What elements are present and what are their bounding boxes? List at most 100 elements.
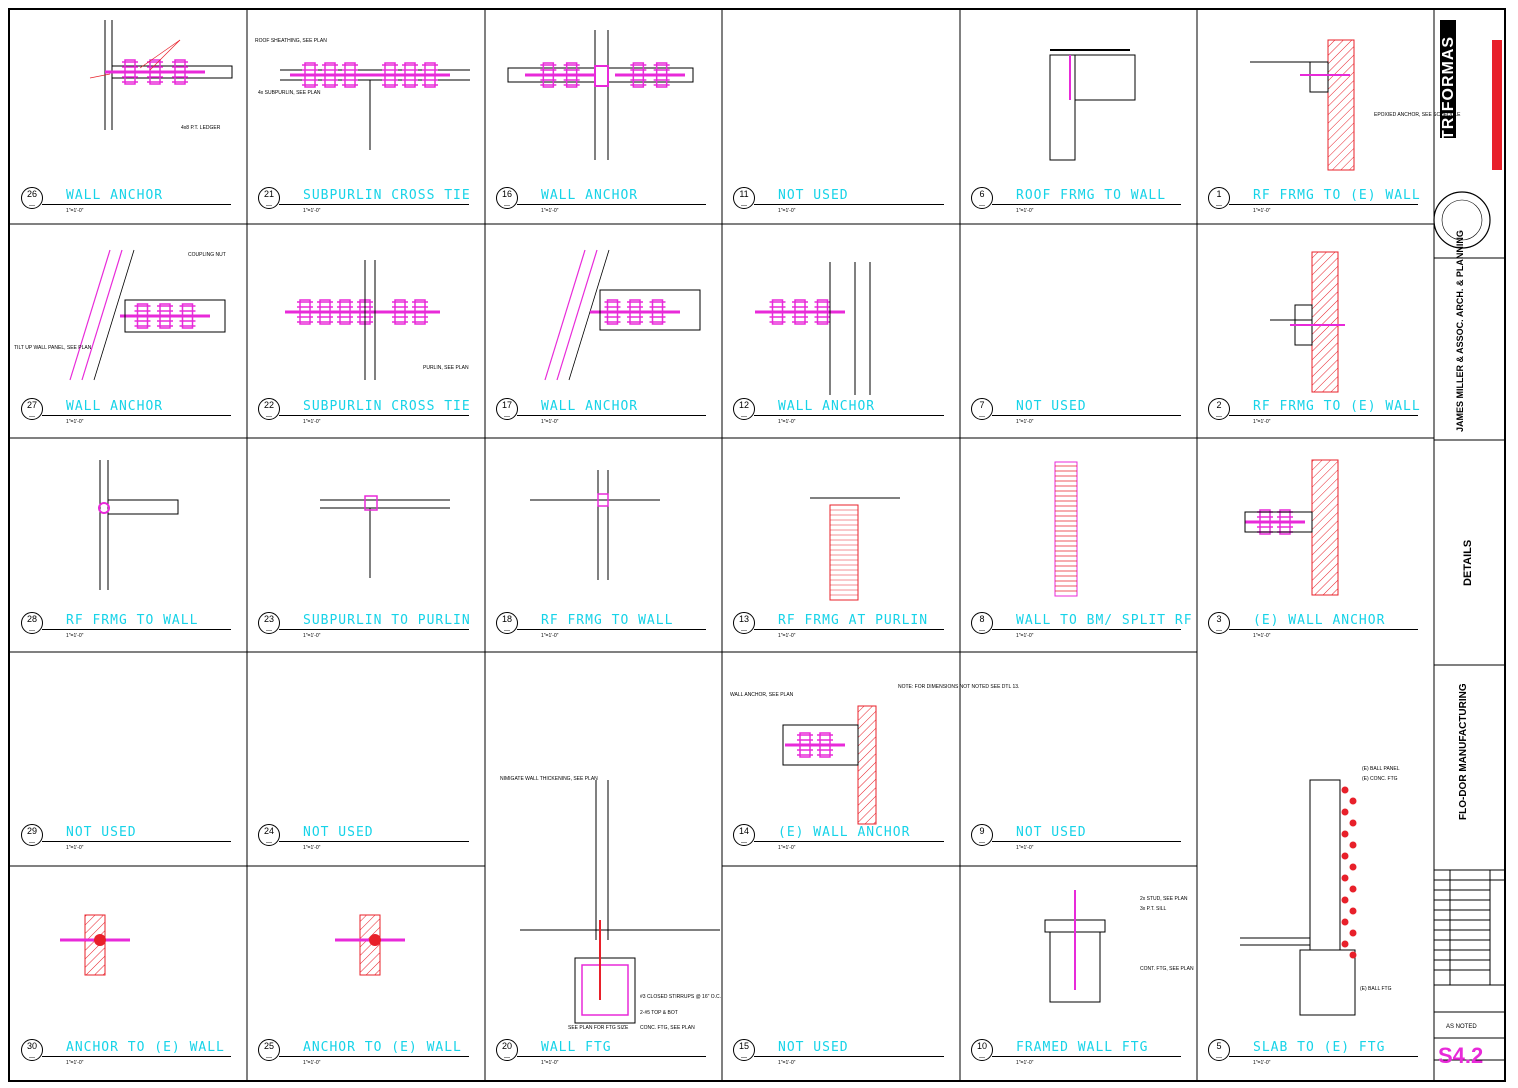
detail-scale-8: 1"=1'-0" [1016, 633, 1034, 639]
sheet-title: DETAILS [1462, 539, 1474, 586]
detail-title-line [754, 841, 944, 842]
detail-title-3: (E) WALL ANCHOR [1253, 613, 1386, 628]
detail-number-text: 7 [979, 400, 985, 410]
detail-title-20: WALL FTG [541, 1040, 612, 1055]
detail-number-text: 30 [26, 1041, 37, 1051]
detail-number-text: 25 [263, 1041, 274, 1051]
detail-scale-20: 1"=1'-0" [541, 1060, 559, 1066]
detail-title-25: ANCHOR TO (E) WALL [303, 1040, 462, 1055]
detail-number-text: 13 [738, 614, 749, 624]
label-ball-panel: (E) BALL PANEL [1362, 766, 1400, 772]
detail-title-line [42, 1056, 231, 1057]
detail-title-16: WALL ANCHOR [541, 188, 639, 203]
label-wall-anchor: WALL ANCHOR, SEE PLAN [730, 692, 794, 698]
detail-title-line [1229, 204, 1418, 205]
detail-title-line [1229, 415, 1418, 416]
detail-scale-21: 1"=1'-0" [303, 208, 321, 214]
detail-number-text: 28 [26, 614, 37, 624]
detail-title-line [517, 629, 706, 630]
label-coupling-nut: COUPLING NUT [188, 252, 226, 258]
detail-number-text: 16 [501, 189, 512, 199]
detail-number-2: 2— [1208, 398, 1230, 420]
detail-number-11: 11— [733, 187, 755, 209]
label-closed-stirrups: #3 CLOSED STIRRUPS @ 16" O.C. [640, 994, 722, 1000]
detail-title-2: RF FRMG TO (E) WALL [1253, 399, 1421, 414]
detail-title-line [1229, 629, 1418, 630]
detail-number-text: 22 [263, 400, 274, 410]
label-epoxied: EPOXIED ANCHOR, SEE SCHEDULE [1374, 112, 1461, 118]
detail-scale-15: 1"=1'-0" [778, 1060, 796, 1066]
label-pt-sill: 3x P.T. SILL [1140, 906, 1167, 912]
firm-logo-block [1440, 20, 1456, 138]
detail-scale-27: 1"=1'-0" [66, 419, 84, 425]
label-ball-ftg: (E) BALL FTG [1360, 986, 1392, 992]
detail-title-line [279, 204, 469, 205]
label-top-bot: 2-#5 TOP & BOT [640, 1010, 678, 1016]
detail-number-20: 20— [496, 1039, 518, 1061]
detail-title-line [42, 415, 231, 416]
detail-title-5: SLAB TO (E) FTG [1253, 1040, 1386, 1055]
detail-scale-7: 1"=1'-0" [1016, 419, 1034, 425]
detail-title-22: SUBPURLIN CROSS TIE [303, 399, 471, 414]
detail-scale-17: 1"=1'-0" [541, 419, 559, 425]
detail-scale-6: 1"=1'-0" [1016, 208, 1034, 214]
label-tilt-up: TILT UP WALL PANEL, SEE PLAN [14, 345, 92, 351]
detail-title-9: NOT USED [1016, 825, 1087, 840]
detail-scale-30: 1"=1'-0" [66, 1060, 84, 1066]
detail-number-28: 28— [21, 612, 43, 634]
detail-scale-2: 1"=1'-0" [1253, 419, 1271, 425]
detail-scale-13: 1"=1'-0" [778, 633, 796, 639]
detail-title-line [754, 204, 944, 205]
detail-number-26: 26— [21, 187, 43, 209]
detail-number-13: 13— [733, 612, 755, 634]
detail-title-line [992, 629, 1181, 630]
detail-title-line [992, 415, 1181, 416]
detail-number-text: 11 [739, 189, 749, 199]
label-note-dims: NOTE: FOR DIMENSIONS NOT NOTED SEE DTL 1… [898, 684, 1020, 690]
detail-number-23: 23— [258, 612, 280, 634]
scale-value: AS NOTED [1446, 1024, 1477, 1030]
detail-number-text: 3 [1216, 614, 1222, 624]
detail-title-line [1229, 1056, 1418, 1057]
detail-title-28: RF FRMG TO WALL [66, 613, 199, 628]
detail-title-21: SUBPURLIN CROSS TIE [303, 188, 471, 203]
detail-scale-29: 1"=1'-0" [66, 845, 84, 851]
detail-scale-26: 1"=1'-0" [66, 208, 84, 214]
detail-number-text: 29 [26, 826, 37, 836]
architect-name: JAMES MILLER & ASSOC. ARCH. & PLANNING [1455, 230, 1465, 432]
detail-number-21: 21— [258, 187, 280, 209]
detail-scale-9: 1"=1'-0" [1016, 845, 1034, 851]
detail-title-line [992, 1056, 1181, 1057]
detail-title-line [517, 204, 706, 205]
detail-title-line [42, 629, 231, 630]
sheet-border [8, 8, 1506, 1082]
detail-title-line [754, 415, 944, 416]
detail-number-text: 24 [263, 826, 274, 836]
detail-title-15: NOT USED [778, 1040, 849, 1055]
detail-number-12: 12— [733, 398, 755, 420]
detail-title-26: WALL ANCHOR [66, 188, 164, 203]
detail-title-line [42, 841, 231, 842]
detail-number-1: 1— [1208, 187, 1230, 209]
detail-number-text: 20 [501, 1041, 512, 1051]
detail-scale-28: 1"=1'-0" [66, 633, 84, 639]
project-name: FLO-DOR MANUFACTURING [1458, 683, 1469, 820]
detail-number-18: 18— [496, 612, 518, 634]
detail-scale-1: 1"=1'-0" [1253, 208, 1271, 214]
detail-title-line [992, 204, 1181, 205]
detail-number-text: 17 [501, 400, 512, 410]
label-purlin: PURLIN, SEE PLAN [423, 365, 469, 371]
detail-scale-12: 1"=1'-0" [778, 419, 796, 425]
detail-title-line [279, 629, 469, 630]
detail-title-30: ANCHOR TO (E) WALL [66, 1040, 225, 1055]
detail-title-11: NOT USED [778, 188, 849, 203]
sheet-number: S4.2 [1438, 1043, 1484, 1068]
detail-scale-10: 1"=1'-0" [1016, 1060, 1034, 1066]
detail-number-text: 15 [738, 1041, 749, 1051]
label-slab-thickening: NIMIGATE WALL THICKENING, SEE PLAN [500, 776, 598, 782]
detail-drawings [60, 20, 1357, 1024]
detail-number-text: 14 [738, 826, 749, 836]
detail-scale-3: 1"=1'-0" [1253, 633, 1271, 639]
detail-title-line [754, 1056, 944, 1057]
